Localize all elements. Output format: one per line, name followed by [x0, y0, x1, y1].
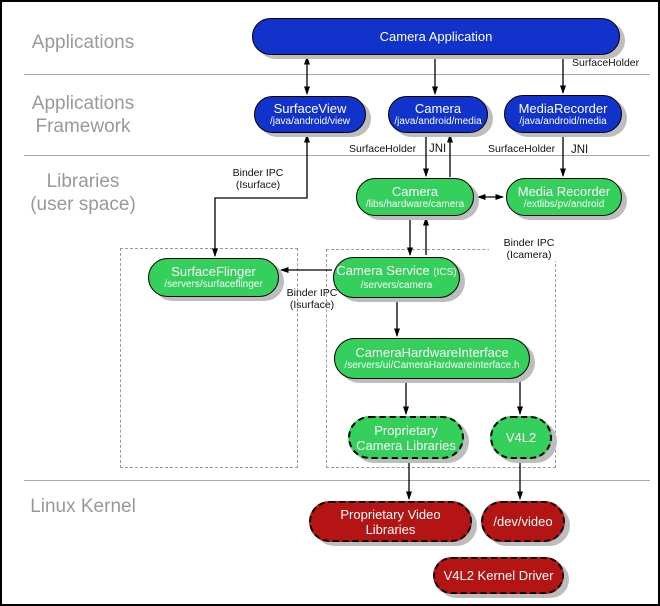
- node-mediarecorder-framework: MediaRecorder /java/android/media: [504, 95, 622, 133]
- node-surfaceflinger: SurfaceFlinger /servers/surfaceflinger: [148, 258, 279, 297]
- node-path: /java/android/media: [394, 116, 482, 127]
- section-label-line: Applications: [31, 93, 135, 114]
- node-title: Proprietary Camera Libraries: [356, 422, 456, 453]
- node-title: Proprietary Video Libraries: [340, 506, 441, 537]
- node-v4l2: V4L2: [490, 416, 552, 459]
- label-surfaceholder-camera: SurfaceHolder: [349, 143, 417, 155]
- node-dev-video: /dev/video: [481, 501, 565, 542]
- section-label-line: Framework: [35, 116, 131, 137]
- node-title: Camera Service (ICS): [336, 263, 457, 278]
- node-camerahardwareinterface: CameraHardwareInterface /servers/ui/Came…: [334, 338, 530, 379]
- node-path: /servers/ui/CameraHardwareInterface.h: [344, 360, 520, 371]
- node-title: SurfaceView: [273, 101, 347, 116]
- section-label-libraries: Libraries (user space): [2, 170, 164, 216]
- cameraservice-process-boundary: [326, 249, 556, 468]
- section-label-line: Libraries: [46, 171, 120, 192]
- node-title: V4L2 Kernel Driver: [443, 568, 554, 583]
- section-label-applications: Applications: [2, 31, 164, 54]
- node-proprietary-camera-libraries: Proprietary Camera Libraries: [348, 416, 464, 459]
- node-camera-lib: Camera /libs/hardware/camera: [356, 178, 474, 216]
- node-title: Camera Application: [379, 29, 493, 44]
- section-label-line: Linux Kernel: [30, 496, 136, 517]
- node-path: /java/android/view: [269, 116, 351, 127]
- node-surfaceview: SurfaceView /java/android/view: [254, 96, 366, 133]
- section-divider: [24, 74, 650, 75]
- label-line: Binder IPC: [232, 167, 284, 179]
- node-path: /libs/hardware/camera: [365, 198, 465, 210]
- node-path: /extlibs/pv/android: [523, 198, 605, 210]
- node-proprietary-video-libraries: Proprietary Video Libraries: [309, 501, 472, 542]
- node-media-recorder-lib: Media Recorder /extlibs/pv/android: [506, 178, 622, 216]
- label-binder-ipc-isurface-surfaceview: Binder IPC (Isurface): [218, 167, 298, 191]
- surfaceflinger-process-boundary: [120, 248, 298, 468]
- label-surfaceholder-top: SurfaceHolder: [572, 57, 640, 69]
- label-binder-ipc-isurface-cameraservice: Binder IPC (Isurface): [272, 287, 352, 311]
- arrow-surfaceview-surfaceflinger: [212, 134, 310, 257]
- node-title: SurfaceFlinger: [171, 264, 256, 279]
- node-title: Camera: [414, 101, 462, 116]
- node-title: Media Recorder: [517, 183, 611, 199]
- label-line: Binder IPC: [503, 237, 555, 249]
- node-path: /java/android/media: [519, 115, 607, 127]
- label-line: (Icamera): [506, 249, 552, 261]
- section-label-line: Applications: [31, 32, 135, 53]
- node-camera-service: Camera Service (ICS) /servers/camera: [333, 257, 460, 298]
- section-label-linux-kernel: Linux Kernel: [2, 495, 164, 518]
- label-line: (Isurface): [289, 299, 335, 311]
- node-title-suffix: (ICS): [433, 267, 457, 278]
- node-camera-application: Camera Application: [252, 18, 620, 55]
- section-divider: [24, 480, 650, 481]
- node-path: /servers/surfaceflinger: [164, 279, 263, 290]
- node-title: /dev/video: [493, 514, 553, 529]
- label-binder-ipc-icamera: Binder IPC (Icamera): [489, 237, 569, 261]
- label-jni-camera: JNI: [429, 143, 447, 155]
- node-title: Camera: [391, 183, 439, 199]
- section-label-applications-framework: Applications Framework: [2, 92, 164, 138]
- label-surfaceholder-mediarecorder: SurfaceHolder: [488, 143, 556, 155]
- node-v4l2-kernel-driver: V4L2 Kernel Driver: [433, 557, 564, 594]
- node-camera-framework: Camera /java/android/media: [388, 96, 488, 133]
- node-title: MediaRecorder: [518, 100, 608, 116]
- node-title: V4L2: [505, 430, 537, 445]
- section-divider: [24, 155, 650, 156]
- node-path: /servers/camera: [360, 280, 433, 291]
- label-line: Binder IPC: [286, 287, 338, 299]
- node-title: CameraHardwareInterface: [355, 345, 509, 360]
- label-line: (Isurface): [235, 179, 281, 191]
- section-label-line: (user space): [30, 194, 136, 215]
- label-jni-mediarecorder: JNI: [571, 144, 589, 156]
